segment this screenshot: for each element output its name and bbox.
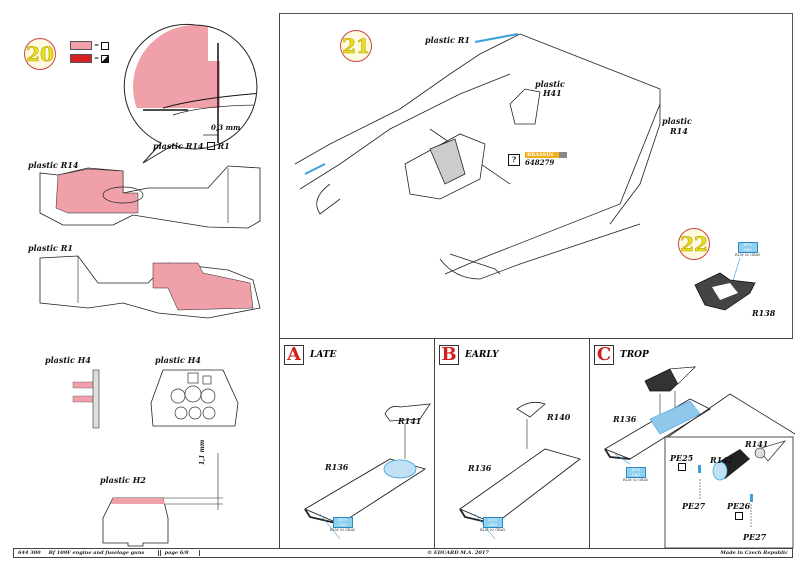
red-swatch (70, 54, 92, 63)
variant-name: EARLY (465, 350, 499, 360)
label-plastic-h4-front: plastic H4 (155, 355, 201, 365)
part-r141: R141 (745, 439, 769, 449)
copyright: © EDUARD M.A. 2017 (427, 550, 489, 556)
cowling-trop (603, 366, 796, 549)
part-r140: R140 (547, 412, 571, 422)
variant-name: LATE (310, 350, 337, 360)
paint-code-2: C60 (631, 471, 640, 477)
part-pe27-b: PE27 (743, 532, 767, 542)
step-number-20: 20 (24, 38, 56, 70)
part-pe27-a: PE27 (682, 501, 706, 511)
instrument-panel-front (150, 369, 239, 427)
part-pe25: PE25 (670, 453, 694, 463)
paint-code-2: C60 (743, 246, 752, 252)
variant-letter: B (439, 345, 459, 365)
cockpit-tub (404, 133, 486, 200)
pe26-icon (735, 512, 743, 520)
detail-magnifier (123, 23, 258, 164)
part-h2 (102, 453, 223, 547)
paint-code: H70 (488, 517, 497, 522)
label-plastic-h41-a: plastic (535, 79, 565, 89)
step-number-22: 22 (678, 228, 710, 260)
label-r138: R138 (752, 308, 776, 318)
divider-vertical (279, 13, 280, 548)
detail-caption-part-b: R1 (217, 141, 230, 151)
paint-name: RLM 02 GRAY (623, 478, 649, 482)
paint-code-2: C60 (488, 521, 497, 527)
paint-code: H70 (338, 517, 347, 522)
part-r136: R136 (468, 463, 492, 473)
part-r138 (694, 257, 756, 311)
part-r141: R141 (398, 416, 422, 426)
paint-code: H70 (743, 242, 752, 247)
paint-code-2: C60 (338, 521, 347, 527)
paint-name: RLM 02 GRAY (735, 253, 761, 257)
legend-remove: = (70, 54, 110, 63)
variant-letter: C (594, 345, 614, 365)
detail-caption: plastic R14 R1 (153, 141, 230, 151)
part-h41 (509, 88, 541, 125)
brassin-symbol: ? (508, 153, 520, 166)
variant-b-header: B EARLY (439, 345, 499, 365)
instrument-panel-side (72, 369, 100, 429)
label-plastic-r1-s21: plastic R1 (425, 35, 470, 45)
label-plastic-r1: plastic R1 (28, 243, 73, 253)
step-20-panel: 20 = = 0,3 mm plastic R14 R1 plastic R14 (13, 13, 280, 548)
origin: Made in Czech Republic (720, 550, 788, 556)
glue-icon (101, 41, 110, 50)
footer-bar: 644 300 Bf 109F engine and fuselage guns… (13, 548, 793, 558)
brassin-badge: ? BRASSIN 648279 (508, 152, 568, 167)
legend-glue: = (70, 41, 110, 50)
detail-dimension: 0,3 mm (211, 123, 241, 132)
part-r136: R136 (325, 462, 349, 472)
part-r142: R142 (710, 455, 734, 465)
remove-icon (101, 54, 110, 63)
label-plastic-h41-b: H41 (543, 88, 562, 98)
label-plastic-r14: plastic R14 (28, 160, 79, 170)
brassin-label: BRASSIN (525, 152, 568, 158)
step-number-21: 21 (340, 30, 372, 62)
detail-caption-part: plastic R14 (153, 141, 204, 151)
variant-name: TROP (620, 350, 649, 360)
fuselage-assembly (294, 33, 661, 280)
cowling-late (304, 403, 431, 540)
variant-letter: A (284, 345, 304, 365)
part-r136: R136 (613, 414, 637, 424)
document-title: Bf 109F engine and fuselage guns (45, 550, 161, 556)
paint-name: RLM 02 GRAY (480, 528, 506, 532)
kit-number: 644 300 (18, 550, 41, 556)
part-pe26: PE26 (727, 501, 751, 511)
variant-c-header: C TROP (594, 345, 649, 365)
paint-name: RLM 02 GRAY (330, 528, 356, 532)
variant-a-header: A LATE (284, 345, 336, 365)
paint-code: H70 (631, 467, 640, 472)
dimension-h2: 1,1 mm (199, 439, 206, 465)
fuselage-half-r14 (39, 165, 261, 229)
glue-icon (206, 142, 215, 150)
pe25-icon (678, 463, 686, 471)
page-number: page 6/8 (161, 550, 200, 556)
label-plastic-h4-side: plastic H4 (45, 355, 91, 365)
brassin-number: 648279 (525, 158, 555, 167)
label-plastic-r14-b: R14 (670, 126, 688, 136)
divider-horizontal (279, 338, 793, 339)
pink-swatch (70, 41, 92, 50)
label-plastic-h2: plastic H2 (100, 475, 146, 485)
fuselage-half-r1 (39, 255, 261, 319)
variant-c-panel: C TROP R136 R141 R142 PE25 PE26 PE27 PE2… (590, 339, 796, 549)
label-plastic-r14-a: plastic (662, 116, 692, 126)
